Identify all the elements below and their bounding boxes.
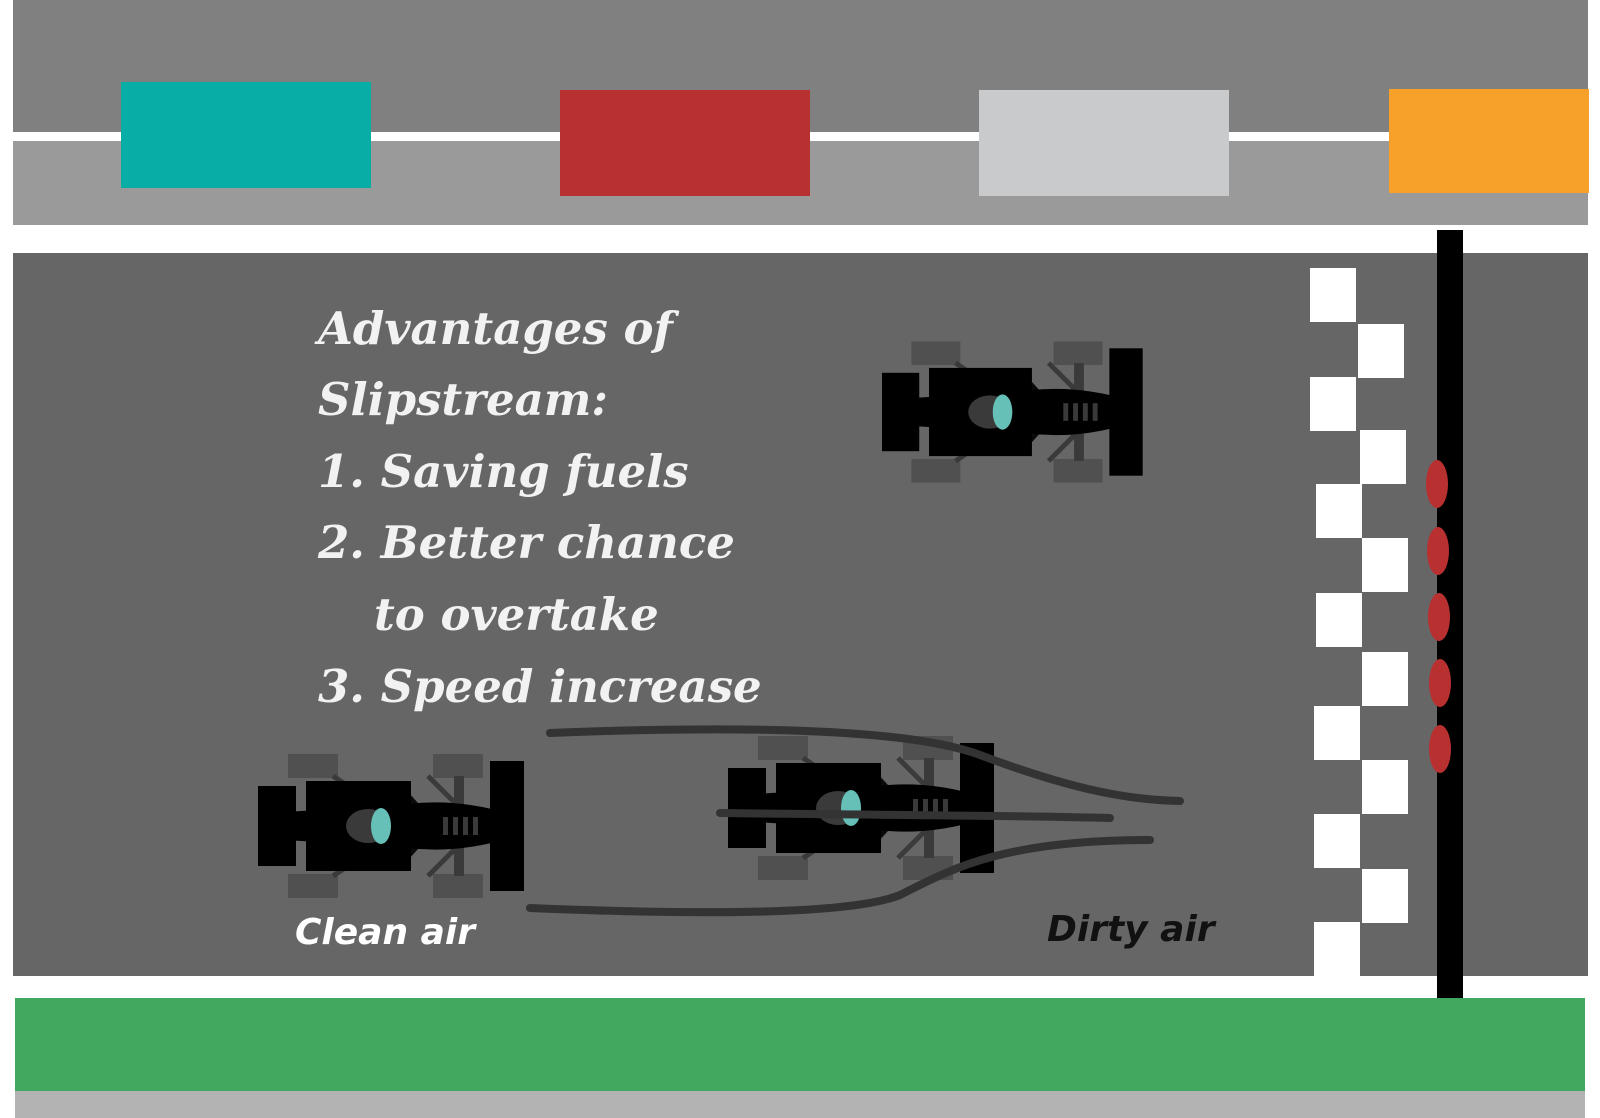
- heading-item-3: 3. Speed increase: [318, 660, 762, 713]
- heading-item-2-line-1: 2. Better chance: [317, 516, 735, 569]
- clean-air-label: Clean air: [295, 912, 477, 953]
- grass-verge: [15, 998, 1585, 1091]
- advantages-heading: Advantages of Slipstream: 1. Saving fuel…: [314, 302, 762, 713]
- pit-box-silver: [979, 90, 1229, 196]
- checkered-flag-icon: [1310, 268, 1408, 976]
- dirty-air-label: Dirty air: [1047, 909, 1217, 950]
- heading-item-1: 1. Saving fuels: [318, 445, 689, 498]
- pit-box-orange: [1389, 89, 1589, 193]
- finish-line-markers: [1426, 460, 1451, 773]
- pit-box-red: [560, 90, 810, 196]
- airflow-lines: [526, 725, 1184, 917]
- heading-title-line-1: Advantages of: [314, 302, 679, 355]
- heading-title-line-2: Slipstream:: [318, 373, 608, 426]
- outer-strip: [15, 1091, 1585, 1118]
- pit-box-teal: [121, 82, 371, 188]
- heading-item-2-line-2: to overtake: [374, 588, 659, 641]
